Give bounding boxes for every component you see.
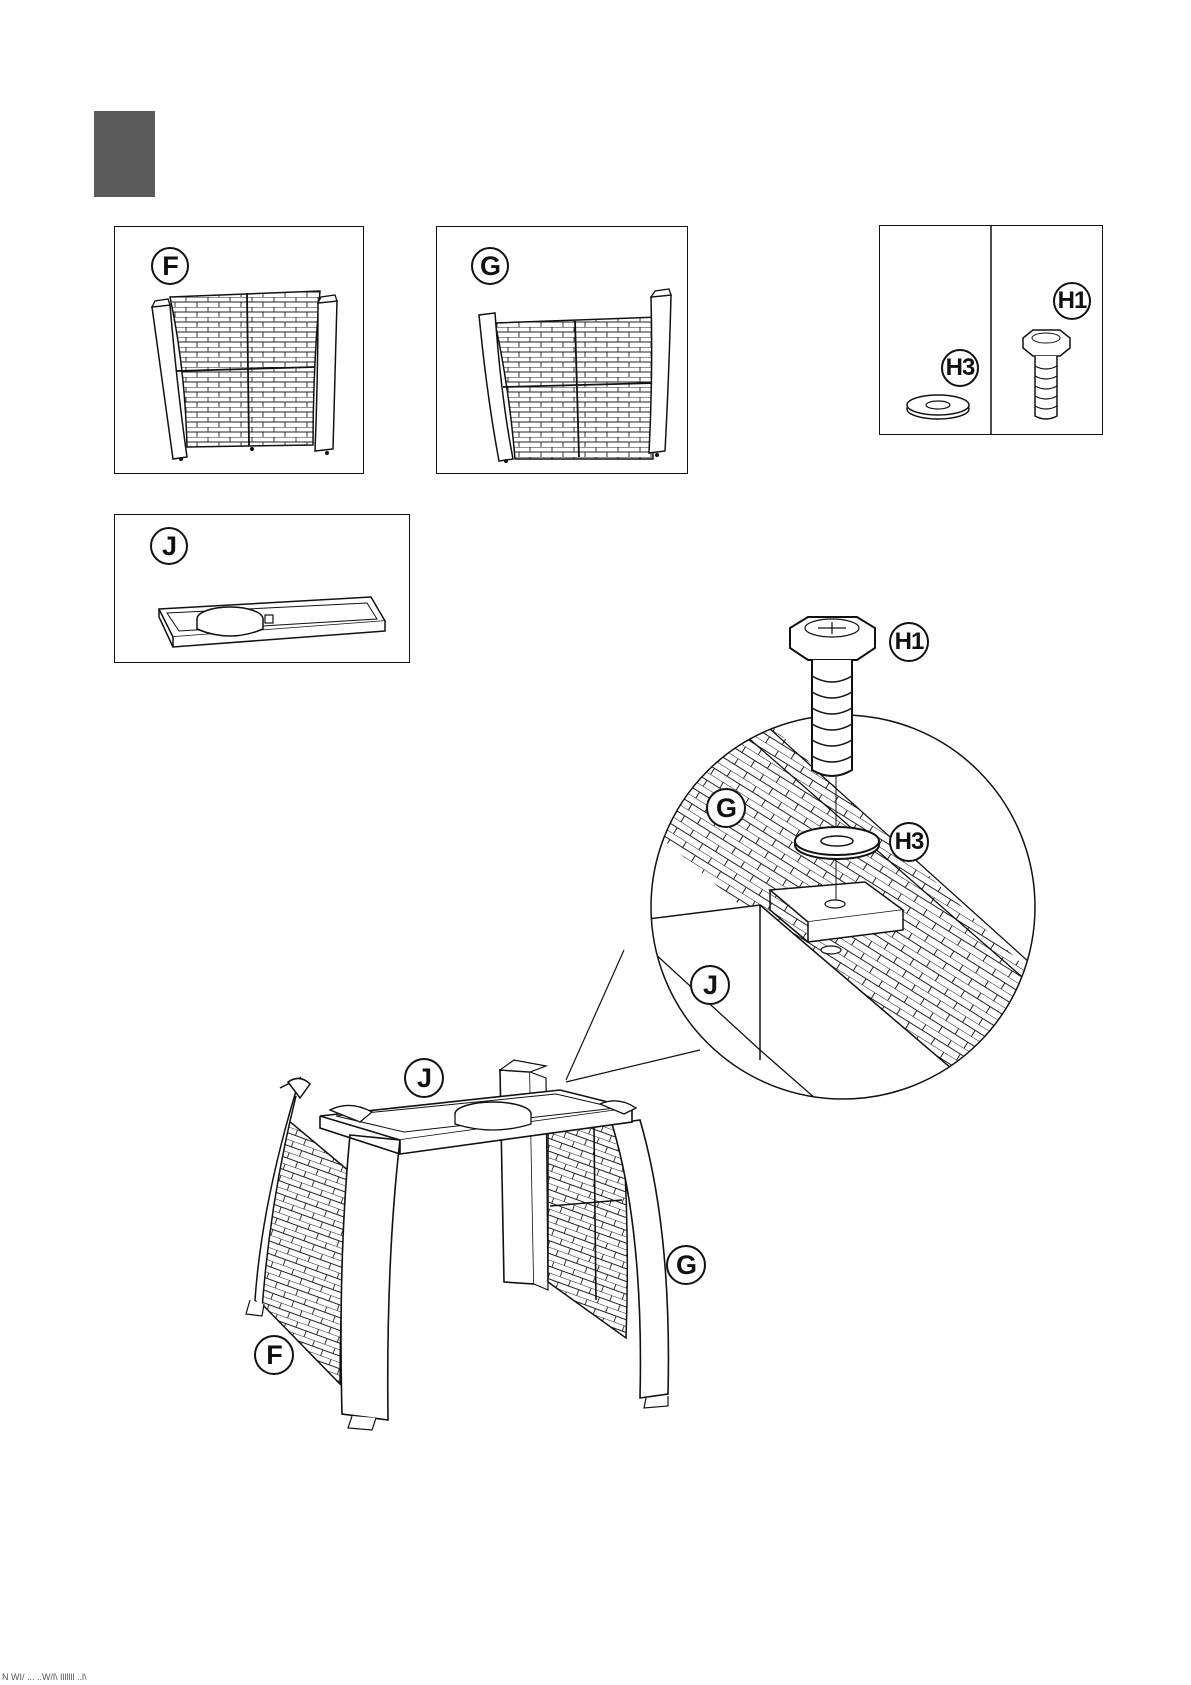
part-f-panel: F	[114, 226, 364, 474]
part-j-panel: J	[114, 514, 410, 663]
part-j-illustration	[115, 515, 409, 662]
assembly-f-label: F	[254, 1335, 294, 1375]
part-g-panel: G	[436, 226, 688, 474]
part-h3-label: H3	[941, 349, 979, 387]
footer-text: N WI/ ... ..W/l\ Illllll ..l\	[2, 1672, 87, 1682]
hardware-panel: H3 H1	[879, 225, 1103, 435]
detail-h3-label: H3	[889, 822, 929, 862]
hardware-illustration	[880, 226, 1102, 434]
detail-j-label: J	[690, 965, 730, 1005]
step-number-tab	[94, 111, 155, 197]
part-g-illustration	[437, 227, 687, 473]
part-h1-label: H1	[1053, 282, 1091, 320]
assembly-g-label: G	[666, 1245, 706, 1285]
part-f-illustration	[115, 227, 363, 473]
assembly-j-label: J	[404, 1058, 444, 1098]
detail-circle	[640, 700, 1060, 1120]
detail-g-label: G	[706, 788, 746, 828]
detail-h1-label: H1	[889, 622, 929, 662]
